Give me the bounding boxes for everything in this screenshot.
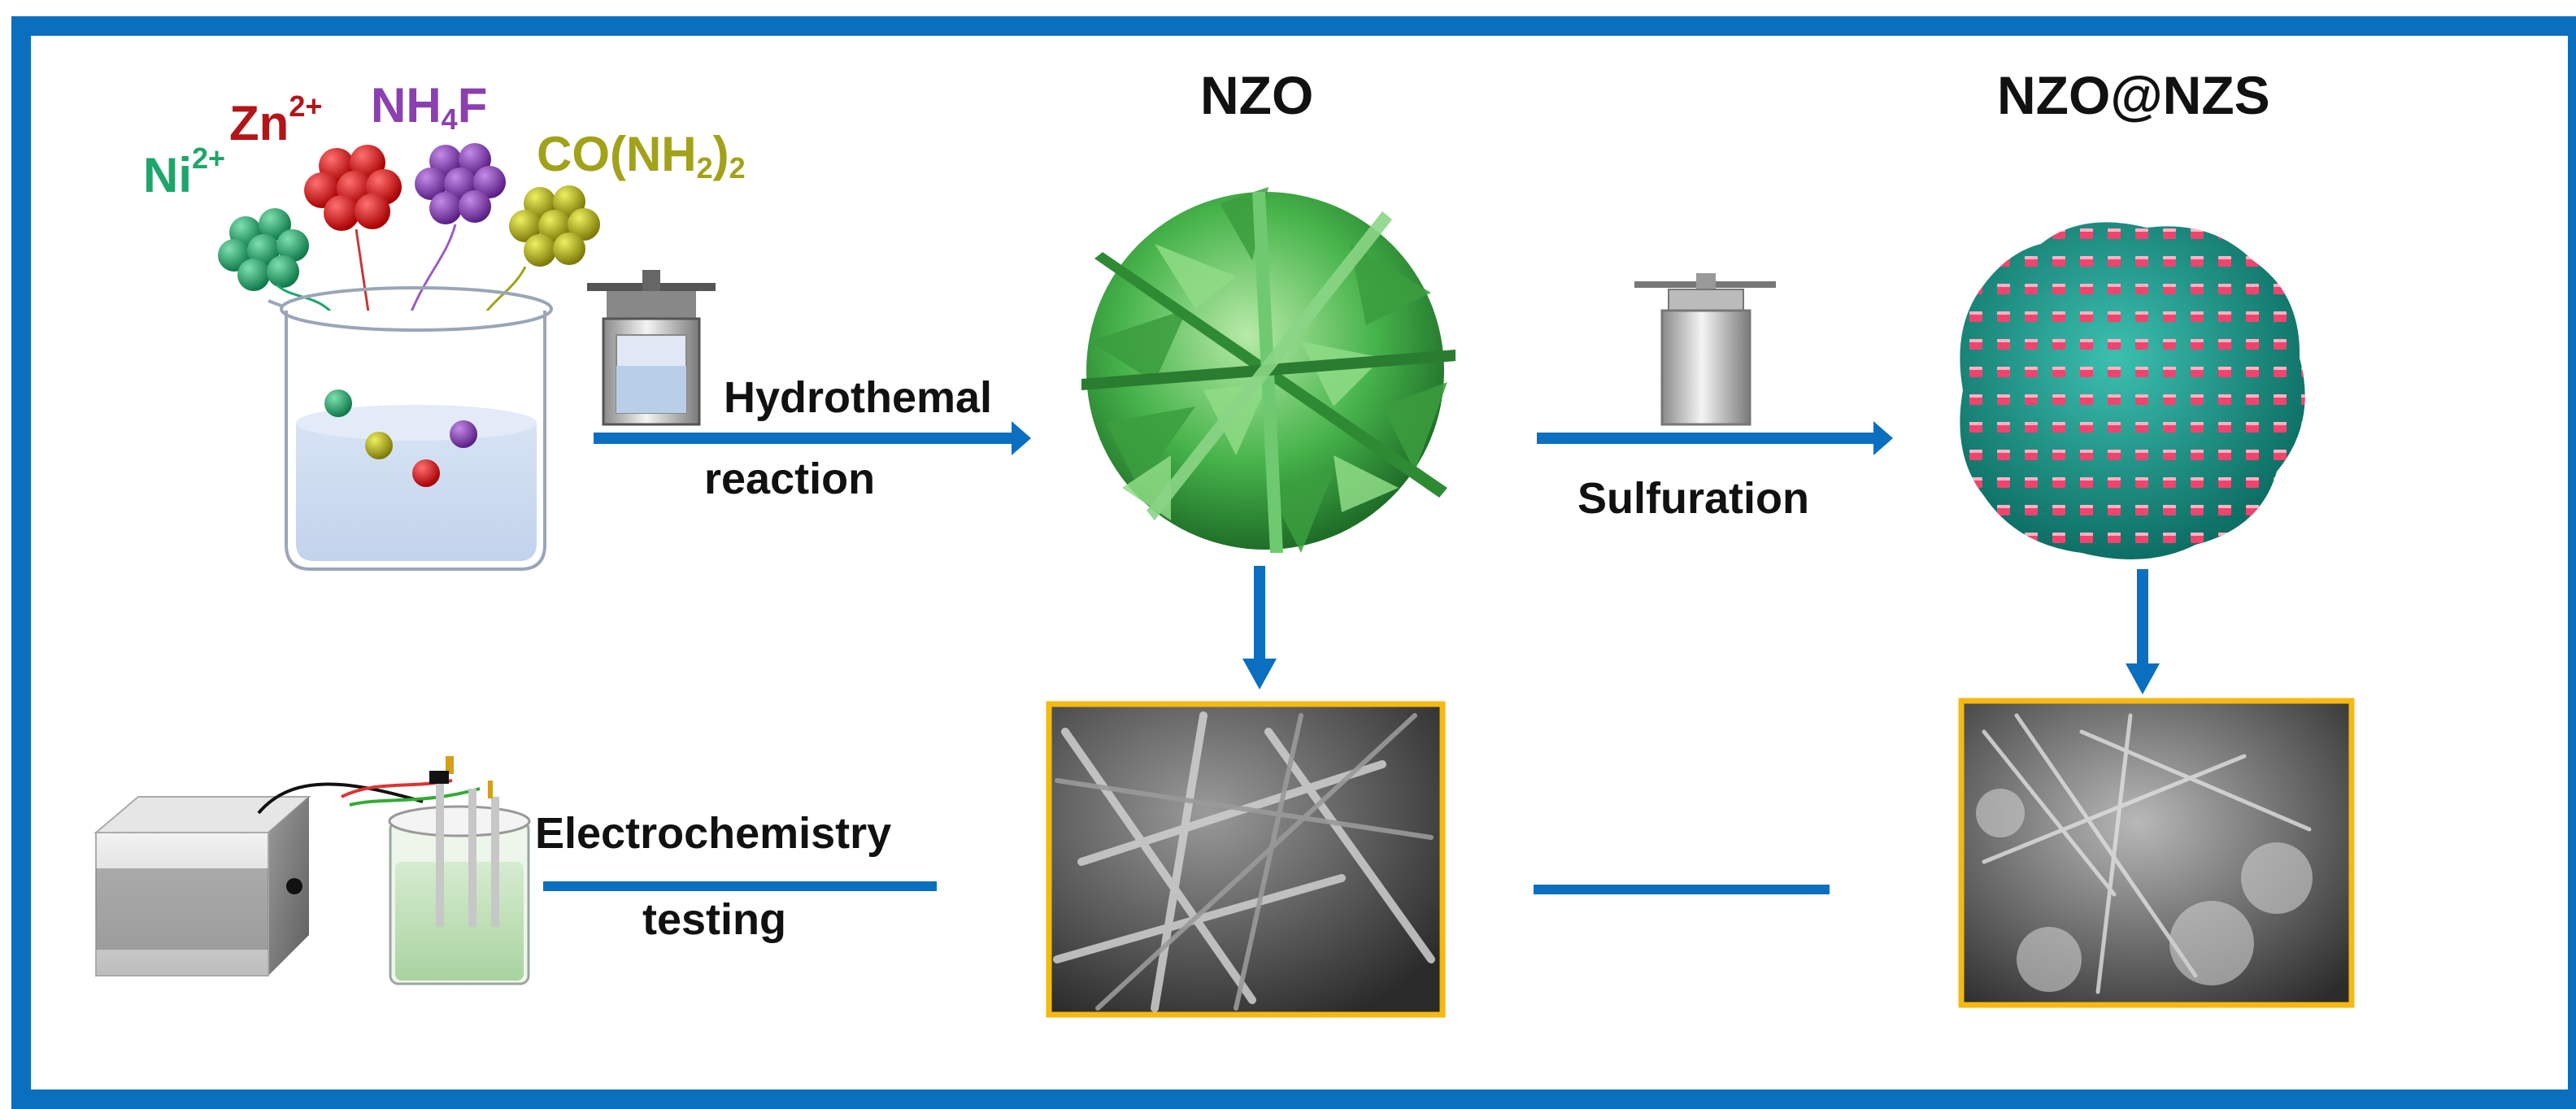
cell-wires	[257, 756, 481, 815]
ni-ion-cluster	[218, 208, 309, 291]
autoclave-icon-1	[587, 270, 716, 426]
hydrothermal-label: Hydrothemal	[724, 373, 993, 422]
sem-image-nzo-nzs	[1958, 698, 2355, 1008]
ion-label-urea: CO(NH2)2	[537, 127, 746, 185]
sem-image-nzo	[1046, 701, 1446, 1018]
beaker	[268, 286, 553, 571]
nzo-down-arrow	[1242, 566, 1277, 689]
nzo-nzs-title: NZO@NZS	[1997, 65, 2270, 125]
urea-cluster	[509, 185, 600, 267]
nzo-nzs-sphere	[1960, 222, 2305, 559]
nzs-down-arrow	[2126, 569, 2160, 694]
nzo-flower-sphere	[1081, 187, 1456, 553]
electrochemistry-label: Electrochemistry	[535, 809, 892, 858]
sulfuration-arrow	[1537, 421, 1893, 455]
testing-label: testing	[642, 895, 787, 944]
electrochemical-workstation	[94, 796, 311, 976]
ion-label-zn: Zn2+	[229, 89, 323, 150]
nzo-title: NZO	[1200, 65, 1314, 125]
hydrothermal-arrow	[594, 421, 1031, 455]
sulfuration-label: Sulfuration	[1577, 474, 1809, 523]
ion-label-nh4f: NH4F	[371, 78, 488, 136]
connector-line	[1534, 885, 1830, 894]
ion-label-ni: Ni2+	[143, 141, 226, 202]
zn-ion-cluster	[304, 145, 402, 231]
autoclave-icon-2	[1634, 273, 1776, 426]
electrochemical-cell	[388, 756, 531, 985]
reaction-label: reaction	[704, 454, 876, 503]
nh4f-ion-cluster	[415, 143, 506, 224]
electrochemistry-line	[543, 881, 937, 891]
